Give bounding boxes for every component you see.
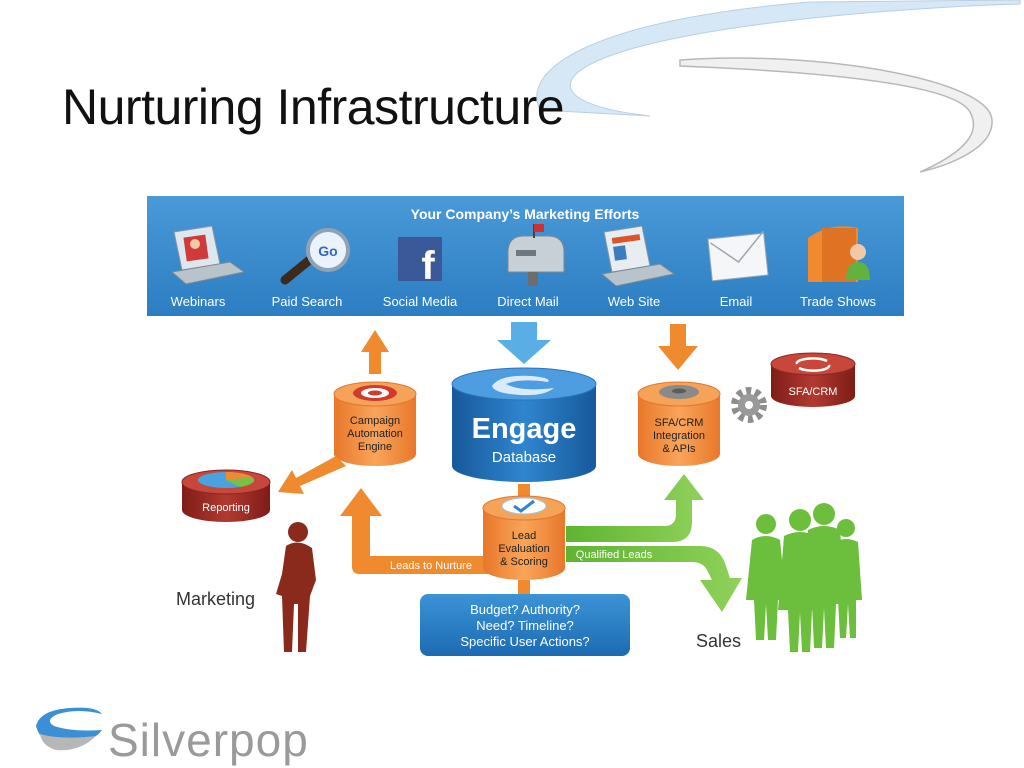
qualified-leads-flow: Qualified Leads xyxy=(566,474,742,612)
campaign-label-line3: Engine xyxy=(358,441,392,453)
sfa-integration-line3: & APIs xyxy=(662,443,696,455)
campaign-label-line2: Automation xyxy=(347,428,403,440)
campaign-label-line1: Campaign xyxy=(350,415,400,427)
channel-label: Direct Mail xyxy=(497,294,559,309)
decorative-swoosh xyxy=(536,0,1021,173)
channel-web-site[interactable]: Web Site xyxy=(600,225,676,309)
reporting: Reporting xyxy=(181,469,271,522)
connector-engage-to-lead xyxy=(518,484,530,498)
svg-text:Go: Go xyxy=(318,243,337,259)
arrow-down-blue xyxy=(497,322,551,364)
engage-title: Engage xyxy=(472,413,577,445)
laptop-website-icon xyxy=(600,225,676,287)
channel-email[interactable]: Email xyxy=(707,230,769,309)
mailbox-icon xyxy=(507,224,565,286)
channel-trade-shows[interactable]: Trade Shows xyxy=(800,226,877,309)
silverpop-swirl-icon xyxy=(492,375,554,396)
logo-wordmark: Silverpop xyxy=(108,714,309,766)
gear-icon xyxy=(659,385,699,399)
silverpop-logo-icon xyxy=(36,707,102,751)
channel-paid-search[interactable]: Go Paid Search xyxy=(272,228,350,309)
connector-lead-to-criteria xyxy=(518,580,530,594)
envelope-icon xyxy=(707,230,769,282)
checkmark-icon xyxy=(501,497,547,515)
gear-icon xyxy=(731,387,767,423)
channel-label: Trade Shows xyxy=(800,294,877,309)
channel-label: Paid Search xyxy=(272,294,343,309)
refresh-icon xyxy=(795,357,831,372)
marketing-person-silhouette xyxy=(276,522,316,652)
marketing-label: Marketing xyxy=(176,589,255,609)
channel-label: Email xyxy=(720,294,753,309)
channel-label: Webinars xyxy=(171,294,226,309)
facebook-icon: f xyxy=(398,237,442,288)
lead-label-line2: Evaluation xyxy=(498,543,549,555)
trade-show-booth-icon xyxy=(808,226,870,282)
sales-label: Sales xyxy=(696,631,741,651)
leads-to-nurture-flow: Leads to Nurture xyxy=(340,488,488,574)
sfa-crm-system: SFA/CRM xyxy=(770,352,856,407)
lead-label-line1: Lead xyxy=(512,530,536,542)
arrow-up-orange xyxy=(361,330,389,374)
slide-title: Nurturing Infrastructure xyxy=(62,79,565,135)
campaign-automation-engine: Campaign Automation Engine xyxy=(333,381,417,466)
banner-title: Your Company’s Marketing Efforts xyxy=(411,206,640,222)
lead-evaluation-scoring: Lead Evaluation & Scoring xyxy=(482,495,566,580)
lead-label-line3: & Scoring xyxy=(500,556,548,568)
channel-webinars[interactable]: Webinars xyxy=(170,225,246,309)
engage-database: Engage Database xyxy=(451,367,597,482)
reporting-label: Reporting xyxy=(202,502,250,514)
qualified-leads-label: Qualified Leads xyxy=(576,549,653,561)
channel-direct-mail[interactable]: Direct Mail xyxy=(497,224,565,309)
sfa-crm-label: SFA/CRM xyxy=(789,386,838,398)
channel-label: Social Media xyxy=(383,294,458,309)
channel-social-media[interactable]: f Social Media xyxy=(383,237,458,309)
arrow-down-orange xyxy=(658,324,698,370)
channel-label: Web Site xyxy=(608,294,661,309)
engage-subtitle: Database xyxy=(492,449,556,466)
criteria-line2: Need? Timeline? xyxy=(476,618,574,633)
qualification-criteria-box: Budget? Authority? Need? Timeline? Speci… xyxy=(420,594,630,656)
criteria-line3: Specific User Actions? xyxy=(460,634,589,649)
magnifier-search-icon: Go xyxy=(280,228,350,285)
sfa-integration-line1: SFA/CRM xyxy=(655,417,704,429)
sfa-integration-line2: Integration xyxy=(653,430,705,442)
laptop-webinar-icon xyxy=(170,225,246,285)
svg-text:f: f xyxy=(421,244,435,288)
sfa-crm-integration: SFA/CRM Integration & APIs xyxy=(637,381,721,466)
leads-to-nurture-label: Leads to Nurture xyxy=(390,560,472,572)
sales-team-silhouette xyxy=(746,503,862,652)
arrow-to-reporting xyxy=(278,456,346,494)
pie-chart-icon xyxy=(198,471,255,488)
criteria-line1: Budget? Authority? xyxy=(470,602,580,617)
